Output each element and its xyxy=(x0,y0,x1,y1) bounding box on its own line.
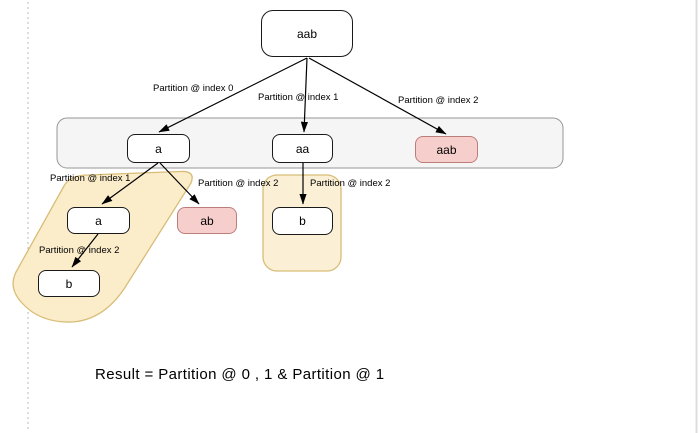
edge-label-partition-index-2-bottom: Partition @ index 2 xyxy=(39,245,120,256)
arrow-a-to-ab xyxy=(159,162,200,205)
arrow-root-to-aa xyxy=(300,57,309,133)
node-l2-a: a xyxy=(67,207,130,234)
node-l2-ab-rejected: ab xyxy=(177,207,237,234)
edge-label-partition-index-1-top: Partition @ index 1 xyxy=(258,92,339,103)
node-l2-b: b xyxy=(272,207,333,235)
node-l1-aab-rejected: aab xyxy=(415,136,478,163)
arrow-a-to-a xyxy=(101,162,159,205)
arrow-a2-to-b xyxy=(71,233,99,268)
edge-label-partition-index-0: Partition @ index 0 xyxy=(153,83,234,94)
node-root-aab: aab xyxy=(261,10,353,57)
edge-label-partition-index-1-left: Partition @ index 1 xyxy=(50,173,131,184)
edge-label-partition-index-2-ab: Partition @ index 2 xyxy=(198,178,279,189)
node-l1-aa: aa xyxy=(272,134,333,163)
arrow-root-to-aab xyxy=(308,57,447,135)
result-caption: Result = Partition @ 0 , 1 & Partition @… xyxy=(95,366,385,383)
arrow-root-to-a xyxy=(158,57,308,133)
edge-label-partition-index-2-top: Partition @ index 2 xyxy=(398,95,479,106)
node-l1-a: a xyxy=(127,134,190,163)
edge-arrows xyxy=(71,57,447,268)
edge-label-partition-index-2-mid: Partition @ index 2 xyxy=(310,178,391,189)
node-l3-b: b xyxy=(38,270,100,297)
